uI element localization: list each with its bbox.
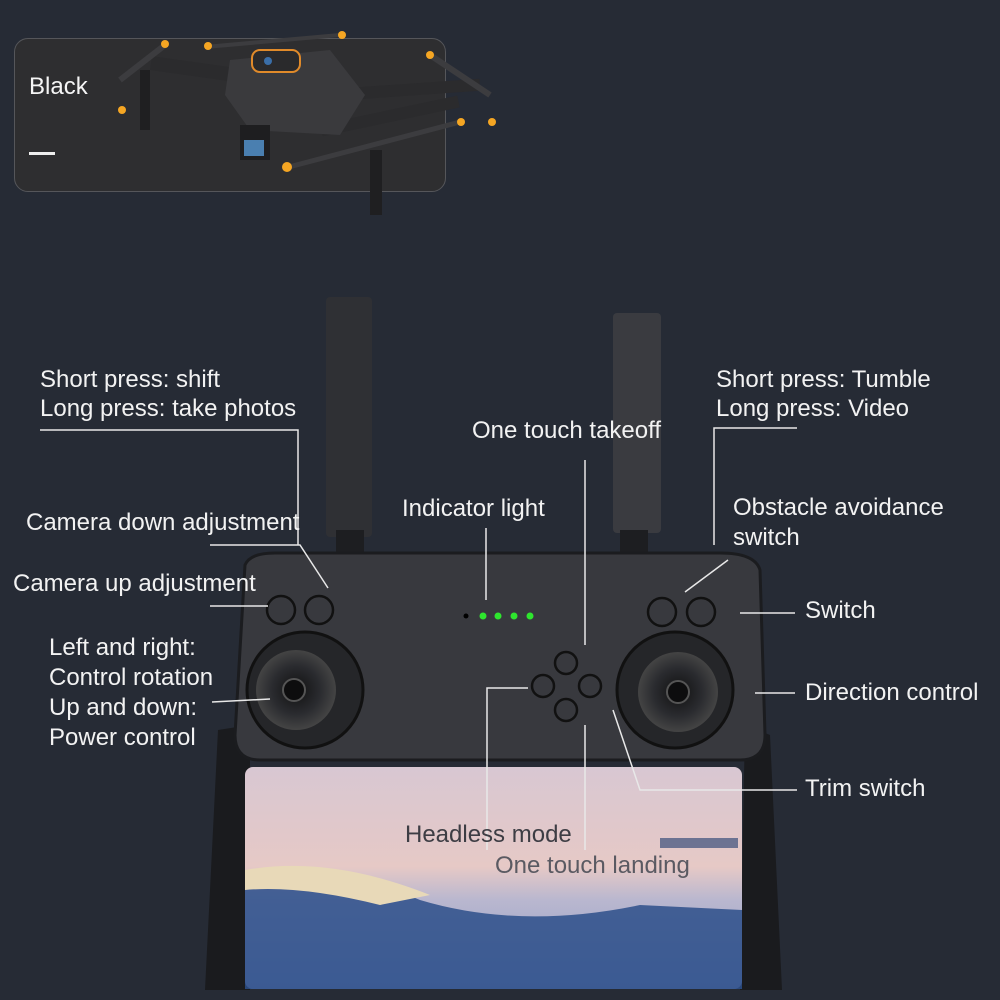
label-trim: Trim switch [805,775,926,802]
drone-image [118,31,496,215]
label-landing: One touch landing [495,852,690,879]
obstacle-avoidance-button [685,596,717,628]
trim-button [577,673,603,699]
label-obstacle-1: Obstacle avoidance [733,494,944,521]
leader-lines [40,427,797,850]
left-antenna [326,297,372,537]
color-label: Black [29,73,88,100]
camera-up-button [265,594,297,626]
label-tumble-long: Long press: Video [716,395,910,422]
label-left-stick-4: Power control [49,724,196,751]
label-shift-short: Short press: shift [40,366,221,393]
label-camera-up: Camera up adjustment [13,570,256,597]
right-antenna [613,313,661,533]
label-tumble-short: Short press: Tumble [716,366,931,393]
switch-button [646,596,678,628]
label-camera-down: Camera down adjustment [26,509,300,536]
label-left-stick-3: Up and down: [49,694,198,721]
color-underline [29,152,55,155]
label-shift-long: Long press: take photos [40,395,297,422]
label-left-stick-2: Control rotation [49,664,214,691]
landing-button [553,697,579,723]
label-left-stick-1: Left and right: [49,634,196,661]
label-headless: Headless mode [405,821,572,848]
takeoff-button [553,650,579,676]
label-direction: Direction control [805,679,979,706]
label-switch: Switch [805,597,876,624]
camera-down-button [303,594,335,626]
label-indicator: Indicator light [402,495,545,522]
label-obstacle-2: switch [733,524,800,551]
label-takeoff: One touch takeoff [472,417,662,444]
headless-button [530,673,556,699]
